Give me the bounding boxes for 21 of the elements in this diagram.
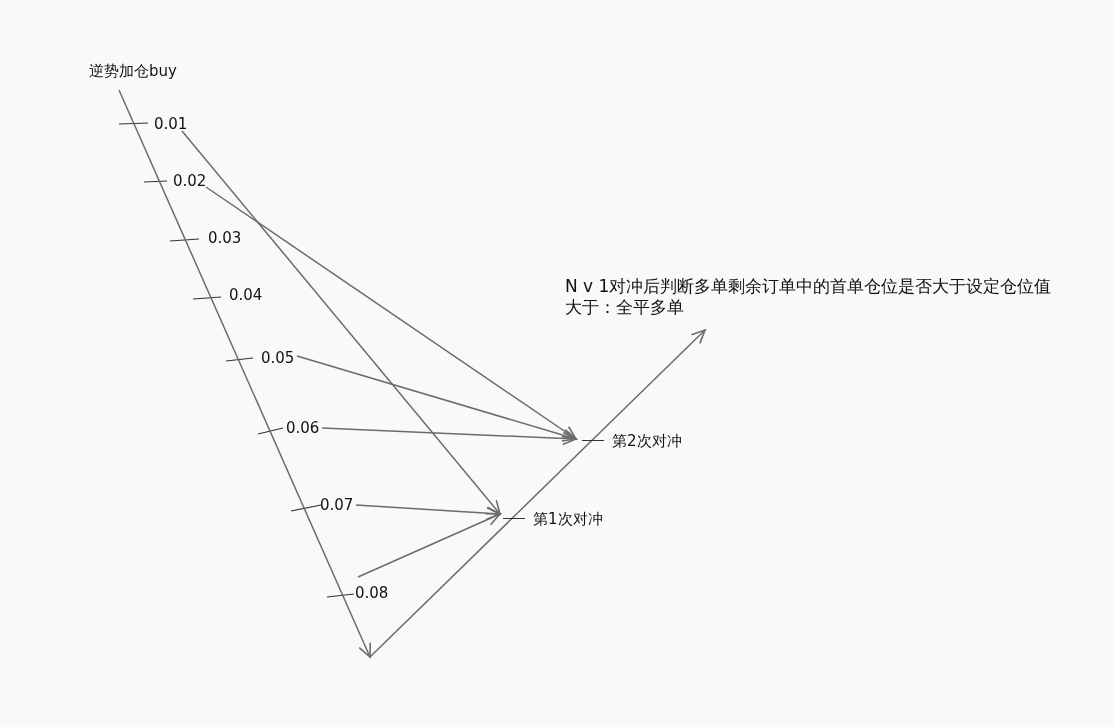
arrow: [357, 513, 501, 578]
arrow: [118, 89, 371, 658]
lot-size-label: 0.07: [320, 496, 354, 514]
arrow: [205, 186, 577, 440]
hedge-label: 第1次对冲: [533, 510, 603, 528]
lot-size-label: 0.05: [261, 349, 295, 367]
arrow: [369, 329, 706, 658]
lot-size-label: 0.03: [208, 229, 242, 247]
arrow: [321, 427, 577, 446]
hedge-label: 第2次对冲: [612, 432, 682, 450]
lot-size-label: 0.01: [154, 115, 188, 133]
title-text: 逆势加仓buy: [89, 62, 177, 80]
note-text: N v 1对冲后判断多单剩余订单中的首单仓位是否大于设定仓位值: [565, 276, 1052, 297]
lot-size-label: 0.02: [173, 172, 207, 190]
arrow: [296, 355, 577, 442]
lot-size-label: 0.06: [286, 419, 320, 437]
note-text: 大于：全平多单: [565, 297, 684, 318]
arrow: [355, 504, 501, 520]
arrow: [181, 130, 501, 515]
lot-size-label: 0.08: [355, 584, 389, 602]
lot-size-label: 0.04: [229, 286, 263, 304]
